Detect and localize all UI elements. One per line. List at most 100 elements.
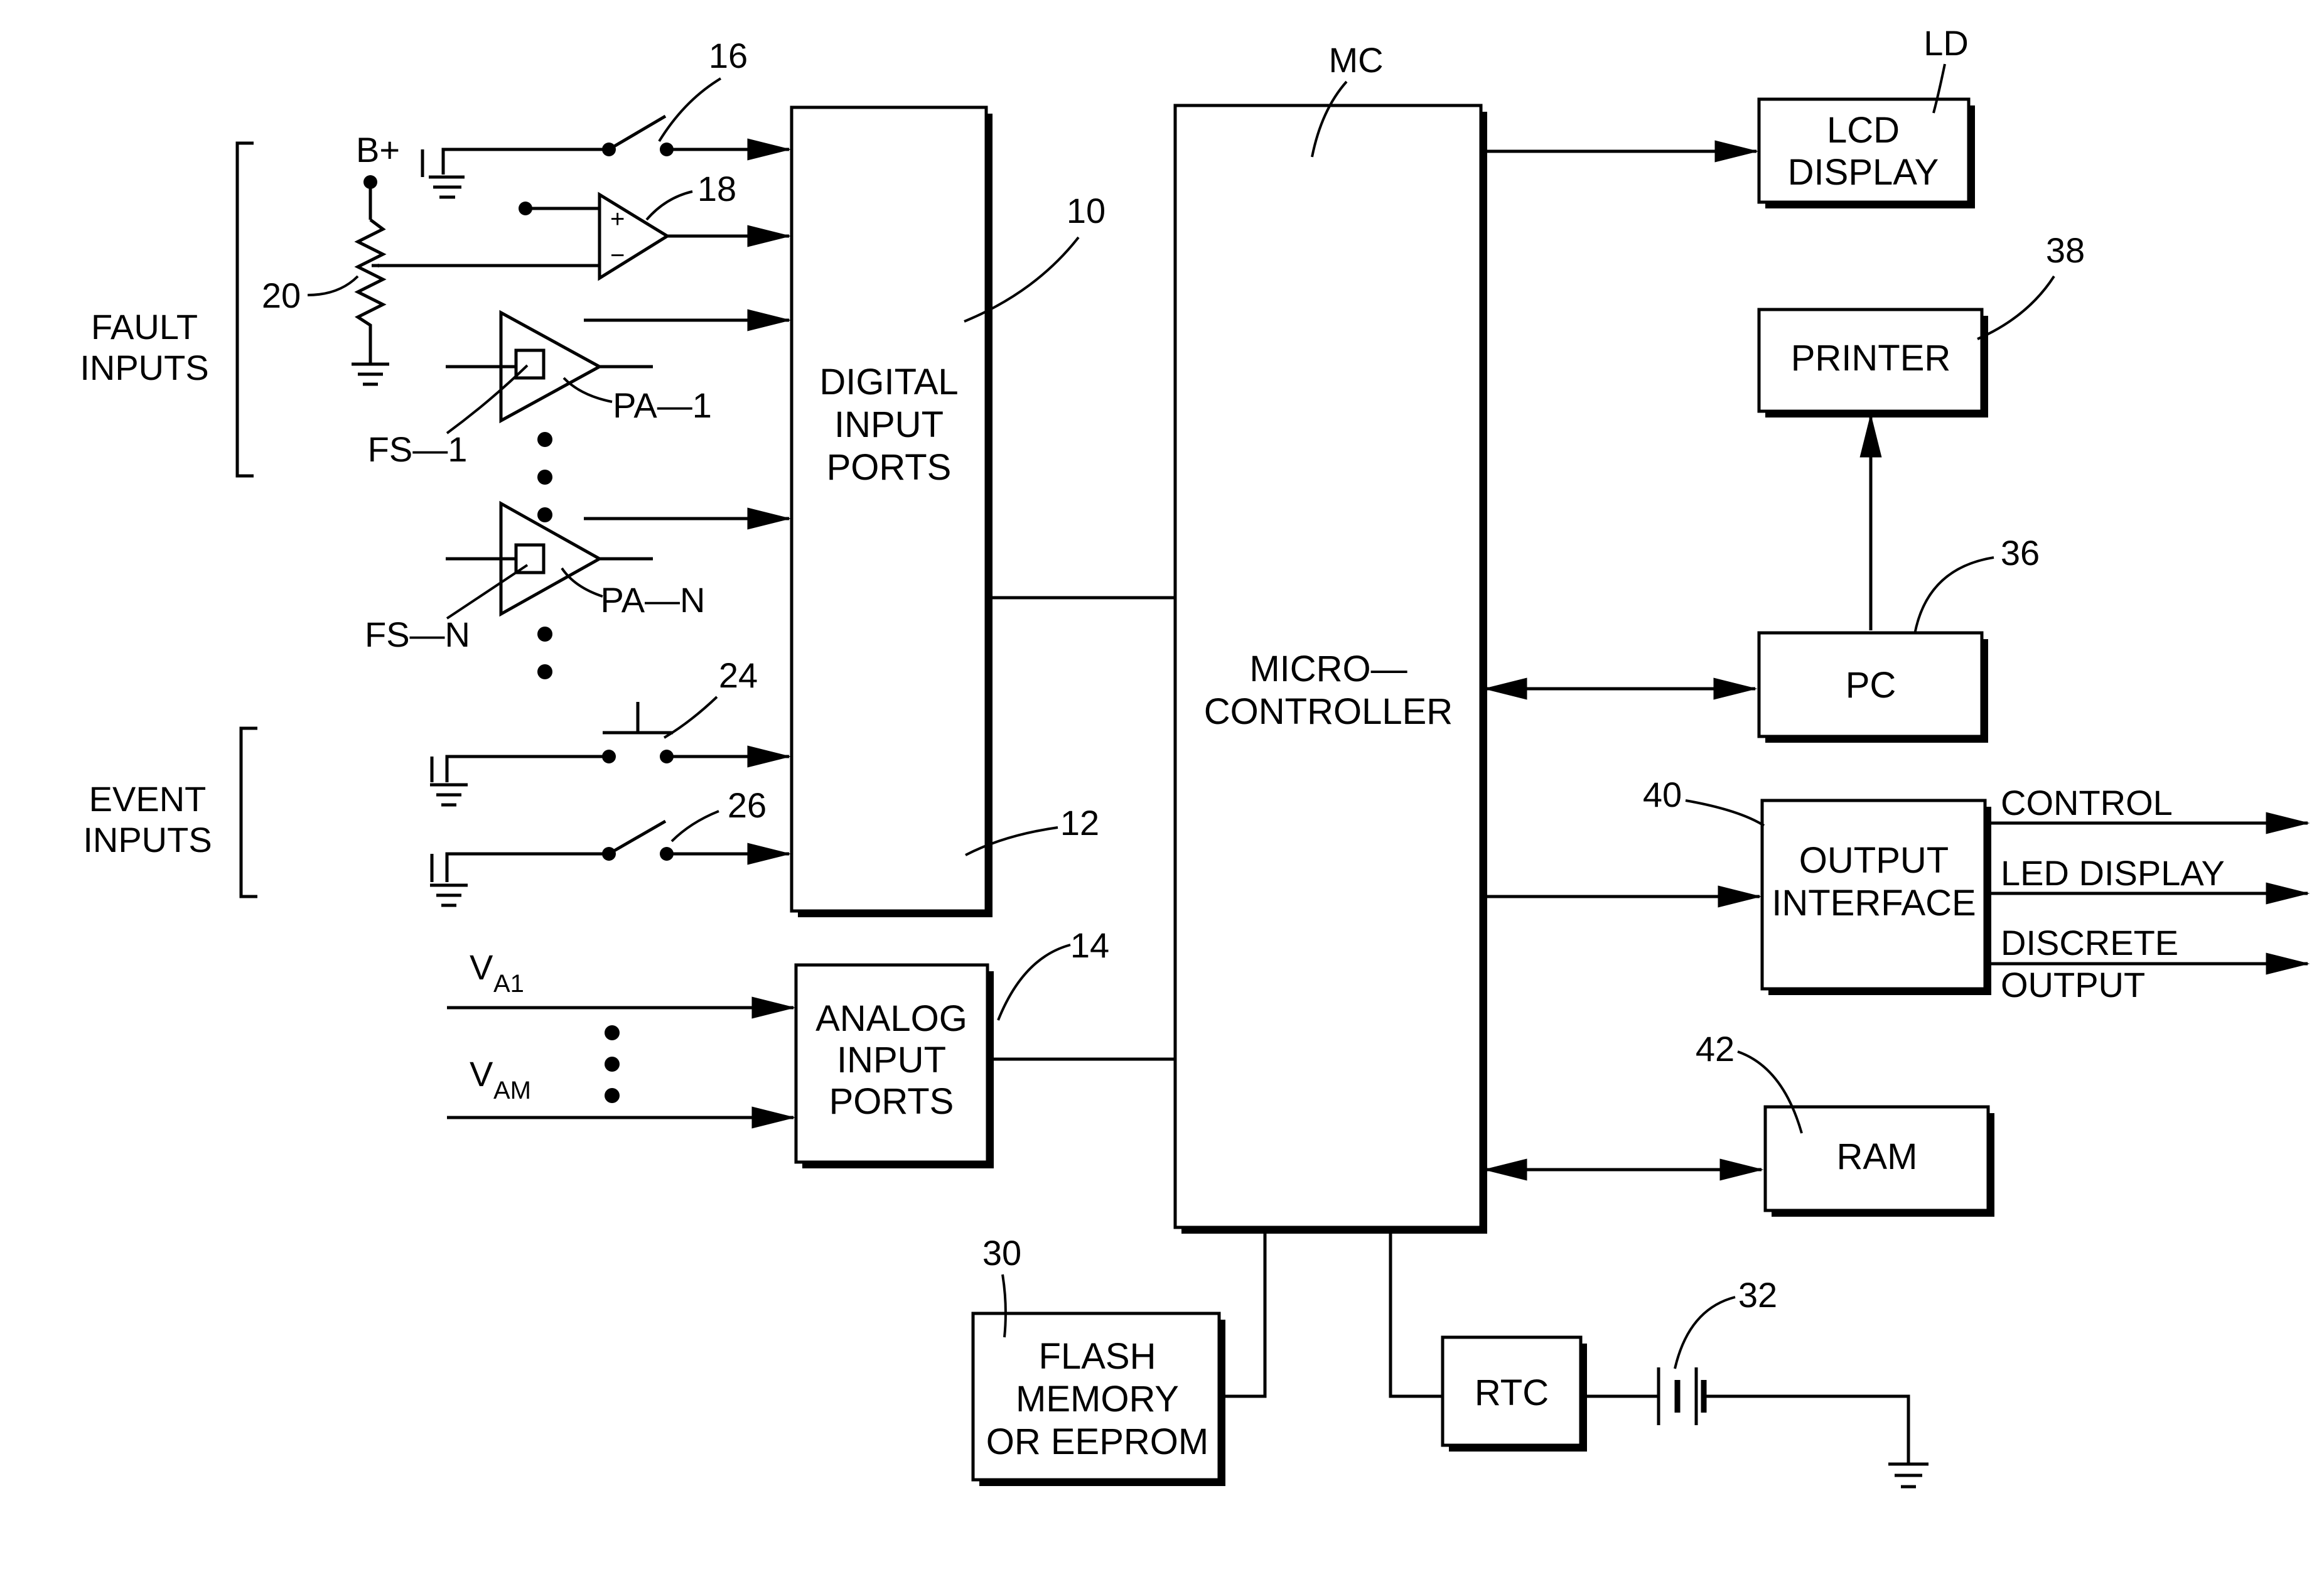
ref-16: 16	[709, 36, 748, 75]
microcontroller-line-2: CONTROLLER	[1204, 691, 1453, 732]
fault-inputs-label-2: INPUTS	[80, 348, 208, 387]
event-inputs-label-2: INPUTS	[83, 820, 212, 859]
switch-26-wire-left	[447, 854, 608, 882]
microcontroller-block: MICRO— CONTROLLER	[1175, 105, 1487, 1234]
ref-38: 38	[2046, 230, 2085, 270]
output-interface-line-1: OUTPUT	[1799, 840, 1949, 881]
fs-n-label: FS—N	[365, 615, 470, 654]
discrete-output-label-2: OUTPUT	[2001, 965, 2145, 1005]
ellipsis-dot	[537, 627, 552, 642]
flash-memory-line-1: FLASH	[1039, 1336, 1156, 1377]
vam-label: V	[470, 1054, 493, 1094]
ref-40: 40	[1643, 775, 1682, 814]
flash-memory-line-2: MEMORY	[1016, 1379, 1179, 1420]
ellipsis-dot	[537, 432, 552, 447]
output-interface-block: OUTPUT INTERFACE	[1762, 800, 1991, 995]
ground-symbol-20	[352, 364, 389, 384]
discrete-output-label-1: DISCRETE	[2001, 923, 2178, 962]
mc-to-rtc-line	[1391, 1231, 1443, 1396]
analog-input-ports-line-2: INPUT	[837, 1040, 946, 1080]
switch-16-wire-left	[443, 149, 608, 175]
pc-label: PC	[1846, 665, 1896, 706]
ref-32: 32	[1738, 1275, 1777, 1315]
flash-memory-block: FLASH MEMORY OR EEPROM	[973, 1313, 1225, 1486]
rtc-label: RTC	[1475, 1372, 1549, 1413]
b-plus-label: B+	[356, 130, 400, 170]
event-inputs-label-1: EVENT	[89, 779, 207, 819]
comparator-minus: −	[610, 242, 625, 269]
fault-inputs-label-1: FAULT	[91, 307, 198, 347]
pushbutton-24-wire-left	[447, 757, 608, 782]
leader-40	[1686, 800, 1764, 826]
ellipsis-dot	[537, 507, 552, 522]
ground-symbol-26	[430, 854, 468, 905]
pc-block: PC	[1759, 633, 1988, 743]
leader-18	[647, 191, 692, 220]
leader-32	[1675, 1297, 1735, 1369]
leader-20	[308, 276, 358, 295]
ref-10: 10	[1067, 191, 1106, 230]
ellipsis-dot	[537, 470, 552, 485]
fs-1-label: FS—1	[368, 429, 468, 469]
ellipsis-dot	[605, 1057, 620, 1072]
ellipsis-dot	[537, 664, 552, 679]
comparator-plus: +	[610, 205, 625, 233]
ram-label: RAM	[1837, 1136, 1918, 1177]
ground-symbol-battery	[1888, 1464, 1929, 1487]
analog-input-ports-line-3: PORTS	[829, 1081, 954, 1122]
switch-26-blade	[612, 821, 665, 852]
rtc-block: RTC	[1443, 1337, 1587, 1452]
ref-mc: MC	[1328, 40, 1383, 80]
fault-inputs-bracket	[237, 143, 254, 476]
led-display-output-label: LED DISPLAY	[2001, 853, 2225, 893]
pa-1-label: PA—1	[613, 385, 712, 425]
va1-label: V	[470, 947, 493, 987]
flash-memory-line-3: OR EEPROM	[986, 1421, 1209, 1462]
ref-18: 18	[697, 169, 736, 208]
mc-to-flash-line	[1222, 1231, 1265, 1396]
pa-n-label: PA—N	[601, 580, 706, 620]
ref-36: 36	[2001, 533, 2040, 573]
switch-26-contact-left	[602, 847, 616, 861]
va1-subscript: A1	[493, 970, 524, 998]
pushbutton-24-contact-left	[602, 750, 616, 763]
ref-42: 42	[1696, 1029, 1735, 1069]
leader-38	[1977, 276, 2054, 339]
analog-input-ports-line-1: ANALOG	[815, 998, 967, 1039]
leader-16	[659, 78, 721, 141]
ref-12: 12	[1060, 803, 1099, 843]
vam-subscript: AM	[493, 1077, 531, 1104]
ellipsis-dot	[605, 1025, 620, 1040]
control-output-label: CONTROL	[2001, 783, 2173, 822]
digital-input-ports-line-1: DIGITAL	[819, 362, 958, 402]
event-inputs-bracket	[241, 728, 257, 897]
leader-14	[998, 945, 1070, 1020]
lcd-display-line-2: DISPLAY	[1788, 152, 1939, 193]
ref-30: 30	[982, 1233, 1021, 1273]
switch-16-blade	[612, 116, 665, 148]
microcontroller-line-1: MICRO—	[1249, 649, 1407, 689]
battery-to-ground-line	[1705, 1396, 1908, 1463]
ref-14: 14	[1070, 925, 1109, 965]
printer-label: PRINTER	[1791, 338, 1951, 379]
ref-ld: LD	[1923, 23, 1969, 63]
analog-input-ports-block: ANALOG INPUT PORTS	[796, 965, 994, 1168]
ref-20: 20	[262, 276, 301, 315]
lcd-display-block: LCD DISPLAY	[1759, 99, 1975, 208]
ellipsis-dot	[605, 1088, 620, 1103]
ground-symbol-24	[430, 757, 468, 805]
leader-26	[672, 811, 719, 841]
switch-16-contact-left	[602, 143, 616, 156]
lcd-display-line-1: LCD	[1827, 110, 1900, 151]
output-interface-line-2: INTERFACE	[1772, 883, 1976, 924]
ref-26: 26	[728, 785, 767, 825]
printer-block: PRINTER	[1759, 310, 1988, 418]
battery-32	[1659, 1367, 1704, 1425]
potentiometer-20	[358, 220, 383, 348]
digital-input-ports-line-3: PORTS	[827, 447, 952, 488]
digital-input-ports-block: DIGITAL INPUT PORTS	[792, 107, 993, 917]
digital-input-ports-line-2: INPUT	[834, 404, 944, 445]
ref-24: 24	[719, 655, 758, 695]
leader-36	[1915, 558, 1994, 634]
